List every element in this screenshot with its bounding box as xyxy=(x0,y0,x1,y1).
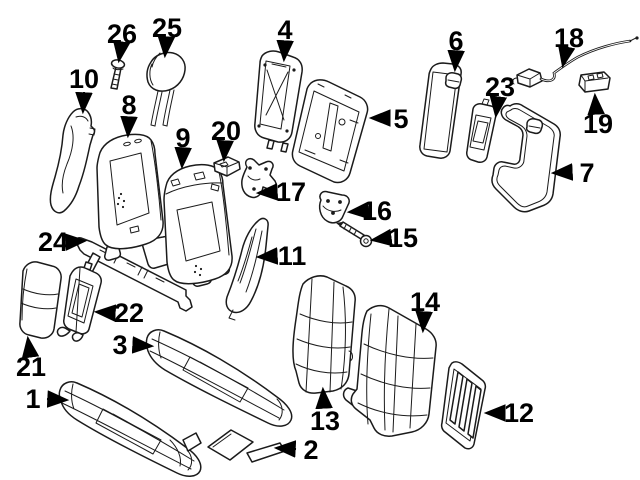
part-4-seat-back-frame xyxy=(254,50,303,153)
callout-label-22: 22 xyxy=(114,298,144,328)
part-2-felt-pads xyxy=(182,429,286,463)
part-21-armrest-pad xyxy=(19,261,62,339)
part-13-seat-back-cover xyxy=(292,275,356,394)
part-22-armrest-frame xyxy=(56,261,102,342)
callout-1: 1 xyxy=(25,384,70,414)
part-11-side-bolster-trim xyxy=(225,217,269,321)
part-5-seat-back-frame xyxy=(291,79,369,184)
callout-label-4: 4 xyxy=(277,15,292,45)
part-9-seat-back-cushion xyxy=(141,163,233,287)
callout-26: 26 xyxy=(107,19,137,64)
callout-17: 17 xyxy=(255,177,306,207)
callout-label-6: 6 xyxy=(448,26,463,56)
callout-label-15: 15 xyxy=(388,223,418,253)
part-19-striker-bracket xyxy=(578,71,611,93)
callout-18: 18 xyxy=(554,23,584,69)
callout-label-25: 25 xyxy=(152,13,182,43)
part-16-latch-cover xyxy=(318,190,350,224)
callout-10: 10 xyxy=(69,64,99,115)
callout-label-3: 3 xyxy=(112,330,127,360)
callout-label-9: 9 xyxy=(175,123,190,153)
part-26-screw xyxy=(110,59,126,90)
callout-4: 4 xyxy=(276,15,294,63)
callout-16: 16 xyxy=(346,196,392,226)
callout-11: 11 xyxy=(255,241,307,271)
part-25-headrest xyxy=(146,51,186,127)
part-10-side-bolster-trim xyxy=(49,107,96,214)
callout-label-19: 19 xyxy=(583,109,613,139)
part-3-seat-bottom-cushion xyxy=(145,329,293,427)
callout-label-16: 16 xyxy=(362,196,392,226)
callout-label-10: 10 xyxy=(69,64,99,94)
callout-label-24: 24 xyxy=(38,227,68,257)
callout-label-5: 5 xyxy=(393,104,408,134)
part-14-seat-back-cover xyxy=(342,304,437,437)
callout-15: 15 xyxy=(369,223,418,253)
callout-label-8: 8 xyxy=(121,90,136,120)
callout-12: 12 xyxy=(483,398,534,428)
callout-label-13: 13 xyxy=(310,406,340,436)
callout-19: 19 xyxy=(583,92,613,139)
callout-5: 5 xyxy=(368,104,409,134)
callout-label-11: 11 xyxy=(278,241,307,271)
callout-label-7: 7 xyxy=(579,158,594,188)
callout-7: 7 xyxy=(550,158,595,188)
callout-23: 23 xyxy=(485,72,515,119)
callout-24: 24 xyxy=(38,227,88,257)
callout-22: 22 xyxy=(93,298,144,328)
part-8-seat-back-cushion xyxy=(96,133,164,261)
part-15-screw xyxy=(336,221,373,248)
callout-9: 9 xyxy=(174,123,192,170)
callout-label-14: 14 xyxy=(410,287,440,317)
callout-20: 20 xyxy=(211,116,241,163)
callout-8: 8 xyxy=(120,90,138,139)
callout-label-12: 12 xyxy=(504,398,534,428)
part-1-seat-bottom-cushion xyxy=(58,381,202,477)
callout-label-26: 26 xyxy=(107,19,137,49)
callout-label-18: 18 xyxy=(554,23,584,53)
callout-25: 25 xyxy=(152,13,182,59)
callout-3: 3 xyxy=(112,330,155,360)
callout-6: 6 xyxy=(447,26,465,73)
part-6-back-panel xyxy=(419,62,463,159)
callout-13: 13 xyxy=(310,386,340,436)
callout-label-20: 20 xyxy=(211,116,241,146)
callout-label-2: 2 xyxy=(303,435,318,465)
part-23-panel-frame xyxy=(466,98,497,163)
part-12-strap-panel xyxy=(440,361,487,450)
callout-14: 14 xyxy=(410,287,440,334)
callout-label-1: 1 xyxy=(25,384,40,414)
part-7-back-panel xyxy=(491,103,561,213)
callout-2: 2 xyxy=(273,435,319,465)
callout-label-23: 23 xyxy=(485,72,515,102)
callout-label-17: 17 xyxy=(276,177,306,207)
callout-21: 21 xyxy=(16,335,46,382)
callout-label-21: 21 xyxy=(16,352,46,382)
